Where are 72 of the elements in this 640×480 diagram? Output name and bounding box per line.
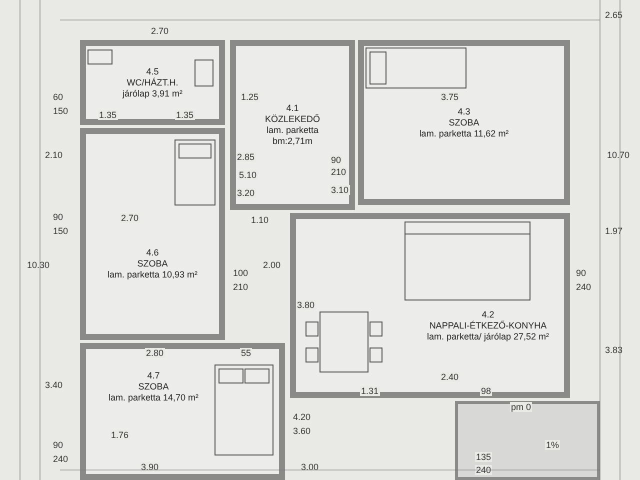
dimension-label: 3.40 (44, 380, 64, 390)
room-name: SZOBA (137, 381, 170, 392)
dimension-label: 3.10 (330, 185, 350, 195)
room-detail: lam. parketta (265, 125, 320, 136)
dimension-label: 3.20 (236, 188, 256, 198)
room-name: WC/HÁZT.H. (126, 77, 180, 88)
dimension-label: 240 (52, 454, 70, 464)
dimension-label: 210 (330, 167, 348, 177)
dimension-label: 3.80 (296, 300, 316, 310)
room-detail: lam. parketta 14,70 m² (107, 392, 200, 403)
dimension-label: 90 (52, 440, 64, 450)
dimension-label: 2.70 (120, 213, 140, 223)
dimension-label: 3.60 (292, 426, 312, 436)
room-outline (290, 213, 570, 398)
room-outline (230, 40, 355, 210)
dimension-label: 10.30 (26, 260, 51, 270)
room-name: SZOBA (448, 117, 480, 128)
dimension-label: 5.10 (238, 170, 258, 180)
room-number: 4.5 (145, 66, 160, 77)
dimension-label: 1.25 (240, 92, 260, 102)
dimension-label: 98 (480, 386, 492, 396)
dimension-label: 135 (475, 452, 492, 462)
balcony-outline (455, 401, 600, 480)
dimension-label: 10.70 (606, 150, 631, 160)
dimension-label: 1.35 (175, 110, 195, 120)
dimension-label: 90 (330, 155, 342, 165)
room-outline (358, 40, 570, 205)
dimension-label: 240 (575, 282, 592, 292)
dimension-label: 2.70 (150, 26, 170, 36)
dimension-label: 90 (575, 268, 588, 278)
room-outline (80, 40, 225, 125)
room-number: 4.3 (456, 106, 472, 117)
dimension-label: 90 (52, 212, 64, 222)
dimension-label: 3.90 (140, 462, 160, 472)
room-detail: lam. parketta/ járólap 27,52 m² (426, 332, 550, 343)
dimension-label: 3.00 (300, 462, 320, 472)
dimension-label: 150 (52, 226, 70, 236)
dimension-label: 1.76 (110, 430, 130, 440)
room-outline (80, 343, 285, 480)
room-number: 4.7 (146, 370, 161, 381)
room-number: 4.2 (480, 310, 496, 320)
dimension-label: 2.10 (44, 150, 64, 160)
dimension-label: 1% (545, 440, 560, 450)
dimension-label: 2.40 (440, 372, 460, 382)
dimension-label: 60 (52, 92, 64, 102)
room-detail: lam. parketta 10,93 m² (106, 270, 199, 280)
dimension-label: pm 0 (510, 402, 532, 412)
dimension-label: 3.83 (604, 345, 624, 355)
room-name: SZOBA (136, 258, 169, 270)
dimension-label: 2.85 (236, 152, 256, 162)
dimension-label: 1.31 (360, 386, 380, 396)
room-name: KÖZLEKEDŐ (264, 114, 321, 125)
room-number: 4.6 (145, 248, 160, 258)
dimension-label: 4.20 (292, 412, 312, 422)
dimension-label: 2.65 (604, 10, 624, 20)
dimension-label: 55 (240, 348, 252, 358)
dimension-label: 3.75 (440, 92, 460, 102)
dimension-label: 210 (232, 282, 250, 292)
dimension-label: 240 (475, 465, 492, 475)
room-name: NAPPALI-ÉTKEZŐ-KONYHA (428, 320, 548, 332)
dimension-label: 2.00 (262, 260, 282, 270)
room-detail: lam. parketta 11,62 m² (418, 128, 510, 139)
dimension-label: 1.97 (604, 226, 624, 236)
room-outline (80, 128, 225, 340)
dimension-label: 1.10 (250, 215, 270, 225)
dimension-label: 100 (232, 268, 250, 278)
dimension-label: 1.35 (98, 110, 118, 120)
room-detail: járólap 3,91 m² (121, 88, 184, 99)
dimension-label: 2.80 (145, 348, 165, 358)
room-detail: bm:2,71m (271, 136, 314, 147)
room-number: 4.1 (285, 103, 300, 114)
dimension-label: 150 (52, 106, 70, 116)
